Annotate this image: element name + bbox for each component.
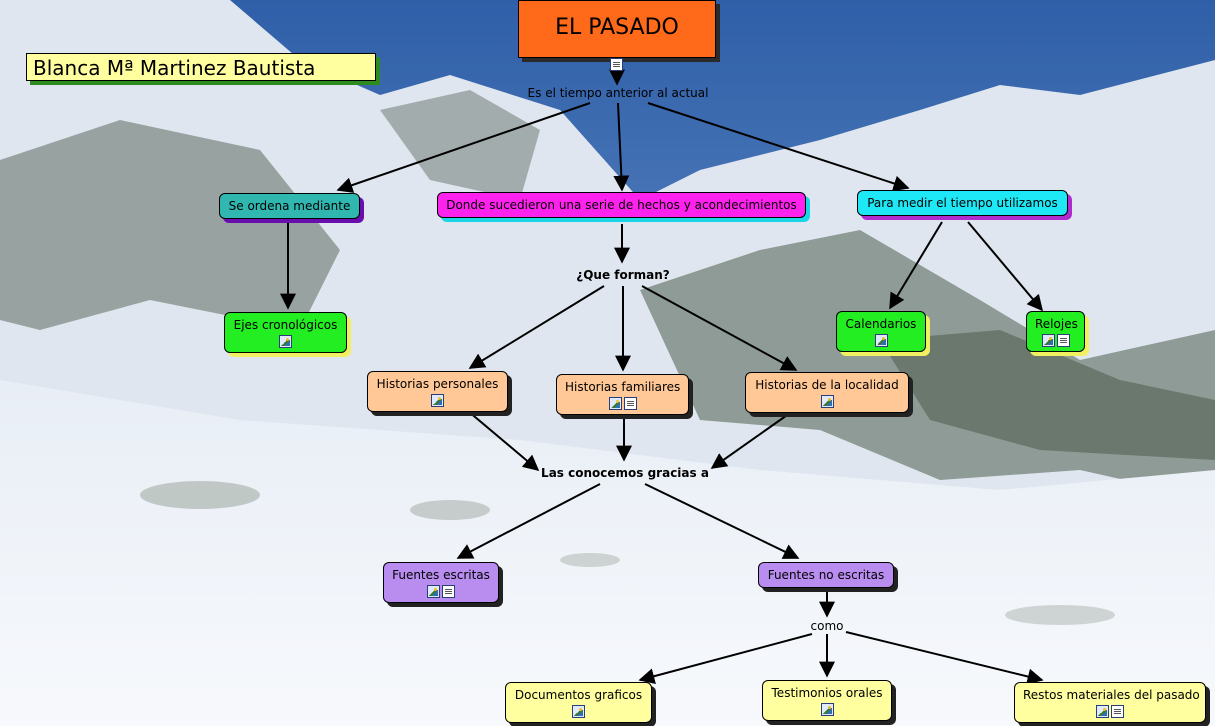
concept-label: Fuentes no escritas [767, 568, 885, 582]
root-concept-el-pasado[interactable]: EL PASADO [518, 0, 716, 71]
concept-ejes-cronologicos[interactable]: Ejes cronológicos [224, 312, 347, 353]
concept-se-ordena-mediante[interactable]: Se ordena mediante [219, 193, 360, 219]
document-icon[interactable] [610, 58, 623, 71]
concept-testimonios-orales[interactable]: Testimonios orales [762, 680, 892, 721]
concept-label: Ejes cronológicos [233, 318, 338, 332]
concept-label: Documentos graficos [514, 688, 643, 702]
concept-historias-localidad[interactable]: Historias de la localidad [745, 372, 909, 413]
image-resource-icon[interactable] [874, 334, 888, 347]
image-resource-icon[interactable] [608, 397, 622, 410]
concept-label: Para medir el tiempo utilizamos [867, 196, 1058, 210]
author-name: Blanca Mª Martinez Bautista [26, 53, 376, 81]
concept-relojes[interactable]: Relojes [1026, 311, 1085, 352]
image-resource-icon[interactable] [427, 585, 440, 598]
concept-label: Fuentes escritas [392, 568, 490, 582]
concept-label: Donde sucedieron una serie de hechos y a… [446, 198, 797, 212]
concept-label: Historias familiares [565, 380, 681, 394]
concept-fuentes-escritas[interactable]: Fuentes escritas [383, 562, 499, 603]
image-resource-icon[interactable] [1041, 334, 1055, 347]
concept-historias-personales[interactable]: Historias personales [367, 371, 508, 412]
concept-label: Se ordena mediante [228, 199, 351, 213]
concept-label: Relojes [1035, 317, 1078, 331]
concept-label: Calendarios [845, 317, 917, 331]
document-icon[interactable] [442, 585, 455, 598]
root-concept-label: EL PASADO [555, 15, 679, 40]
image-resource-icon[interactable] [820, 395, 834, 408]
image-resource-icon[interactable] [572, 705, 585, 718]
concept-fuentes-no-escritas[interactable]: Fuentes no escritas [758, 562, 894, 588]
concept-historias-familiares[interactable]: Historias familiares [556, 374, 689, 415]
image-resource-icon[interactable] [1096, 705, 1109, 718]
linking-phrase-que-forman: ¿Que forman? [576, 268, 670, 282]
linking-phrase-conocemos-gracias: Las conocemos gracias a [541, 466, 709, 480]
concept-label: Testimonios orales [771, 686, 883, 700]
concept-para-medir-tiempo[interactable]: Para medir el tiempo utilizamos [857, 190, 1068, 216]
concept-donde-sucedieron[interactable]: Donde sucedieron una serie de hechos y a… [437, 192, 806, 218]
concept-documentos-graficos[interactable]: Documentos graficos [505, 682, 652, 723]
linking-phrase-como: como [810, 619, 844, 633]
image-resource-icon[interactable] [820, 703, 834, 716]
concept-label: Restos materiales del pasado [1023, 688, 1200, 702]
document-icon[interactable] [623, 397, 637, 410]
linking-phrase-tiempo-anterior: Es el tiempo anterior al actual [527, 86, 709, 100]
concept-restos-materiales[interactable]: Restos materiales del pasado [1014, 682, 1206, 723]
document-icon[interactable] [1056, 334, 1070, 347]
image-resource-icon[interactable] [431, 394, 444, 407]
concept-label: Historias de la localidad [755, 378, 899, 392]
document-icon[interactable] [1111, 705, 1124, 718]
concept-calendarios[interactable]: Calendarios [836, 311, 926, 352]
concept-label: Historias personales [376, 377, 499, 391]
image-resource-icon[interactable] [279, 335, 292, 348]
